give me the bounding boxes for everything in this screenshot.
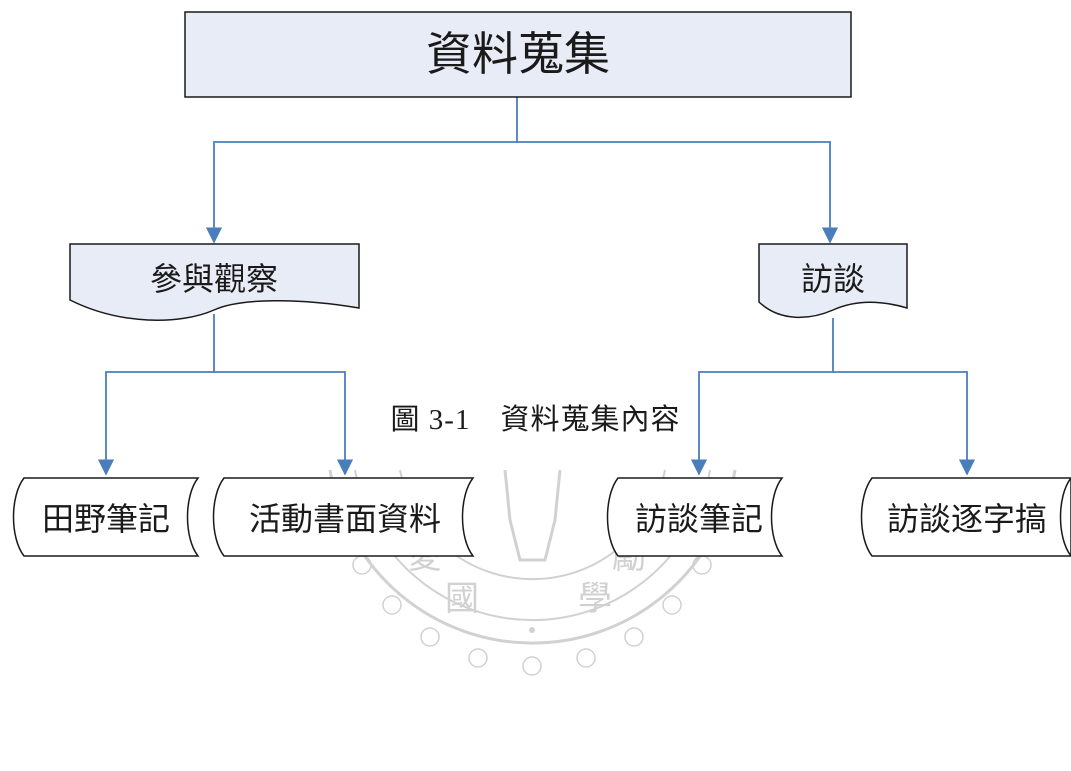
connector-root-to-branch-1 <box>205 97 518 244</box>
leaf-node-field-notes: 田野筆記 <box>12 477 200 557</box>
leaf-node-label: 活動書面資料 <box>249 500 441 538</box>
watermark-char-3: 學 <box>578 579 612 619</box>
connectors <box>97 97 976 476</box>
leaf-node-label: 田野筆記 <box>42 500 170 538</box>
watermark-char-2: 國 <box>445 579 479 619</box>
leaf-node-activity-documents: 活動書面資料 <box>212 477 475 557</box>
root-node-label: 資料蒐集 <box>426 27 610 81</box>
branch-node-label: 訪談 <box>801 260 865 298</box>
branch-node-interview: 訪談 <box>758 243 908 319</box>
leaf-node-interview-notes: 訪談筆記 <box>606 477 784 557</box>
connector-root-to-branch-2 <box>517 141 839 244</box>
leaf-node-interview-transcripts: 訪談逐字搞 <box>860 477 1071 557</box>
leaf-node-label: 訪談逐字搞 <box>887 500 1047 538</box>
connector-branch-1-to-children <box>97 314 215 476</box>
branch-node-label: 參與觀察 <box>150 260 278 298</box>
branch-node-participant-observation: 參與觀察 <box>69 243 360 321</box>
connector-branch-2-to-children <box>690 318 834 476</box>
root-node: 資料蒐集 <box>184 11 852 98</box>
leaf-node-label: 訪談筆記 <box>635 500 763 538</box>
figure-caption: 圖 3-1 資料蒐集內容 <box>390 404 681 436</box>
